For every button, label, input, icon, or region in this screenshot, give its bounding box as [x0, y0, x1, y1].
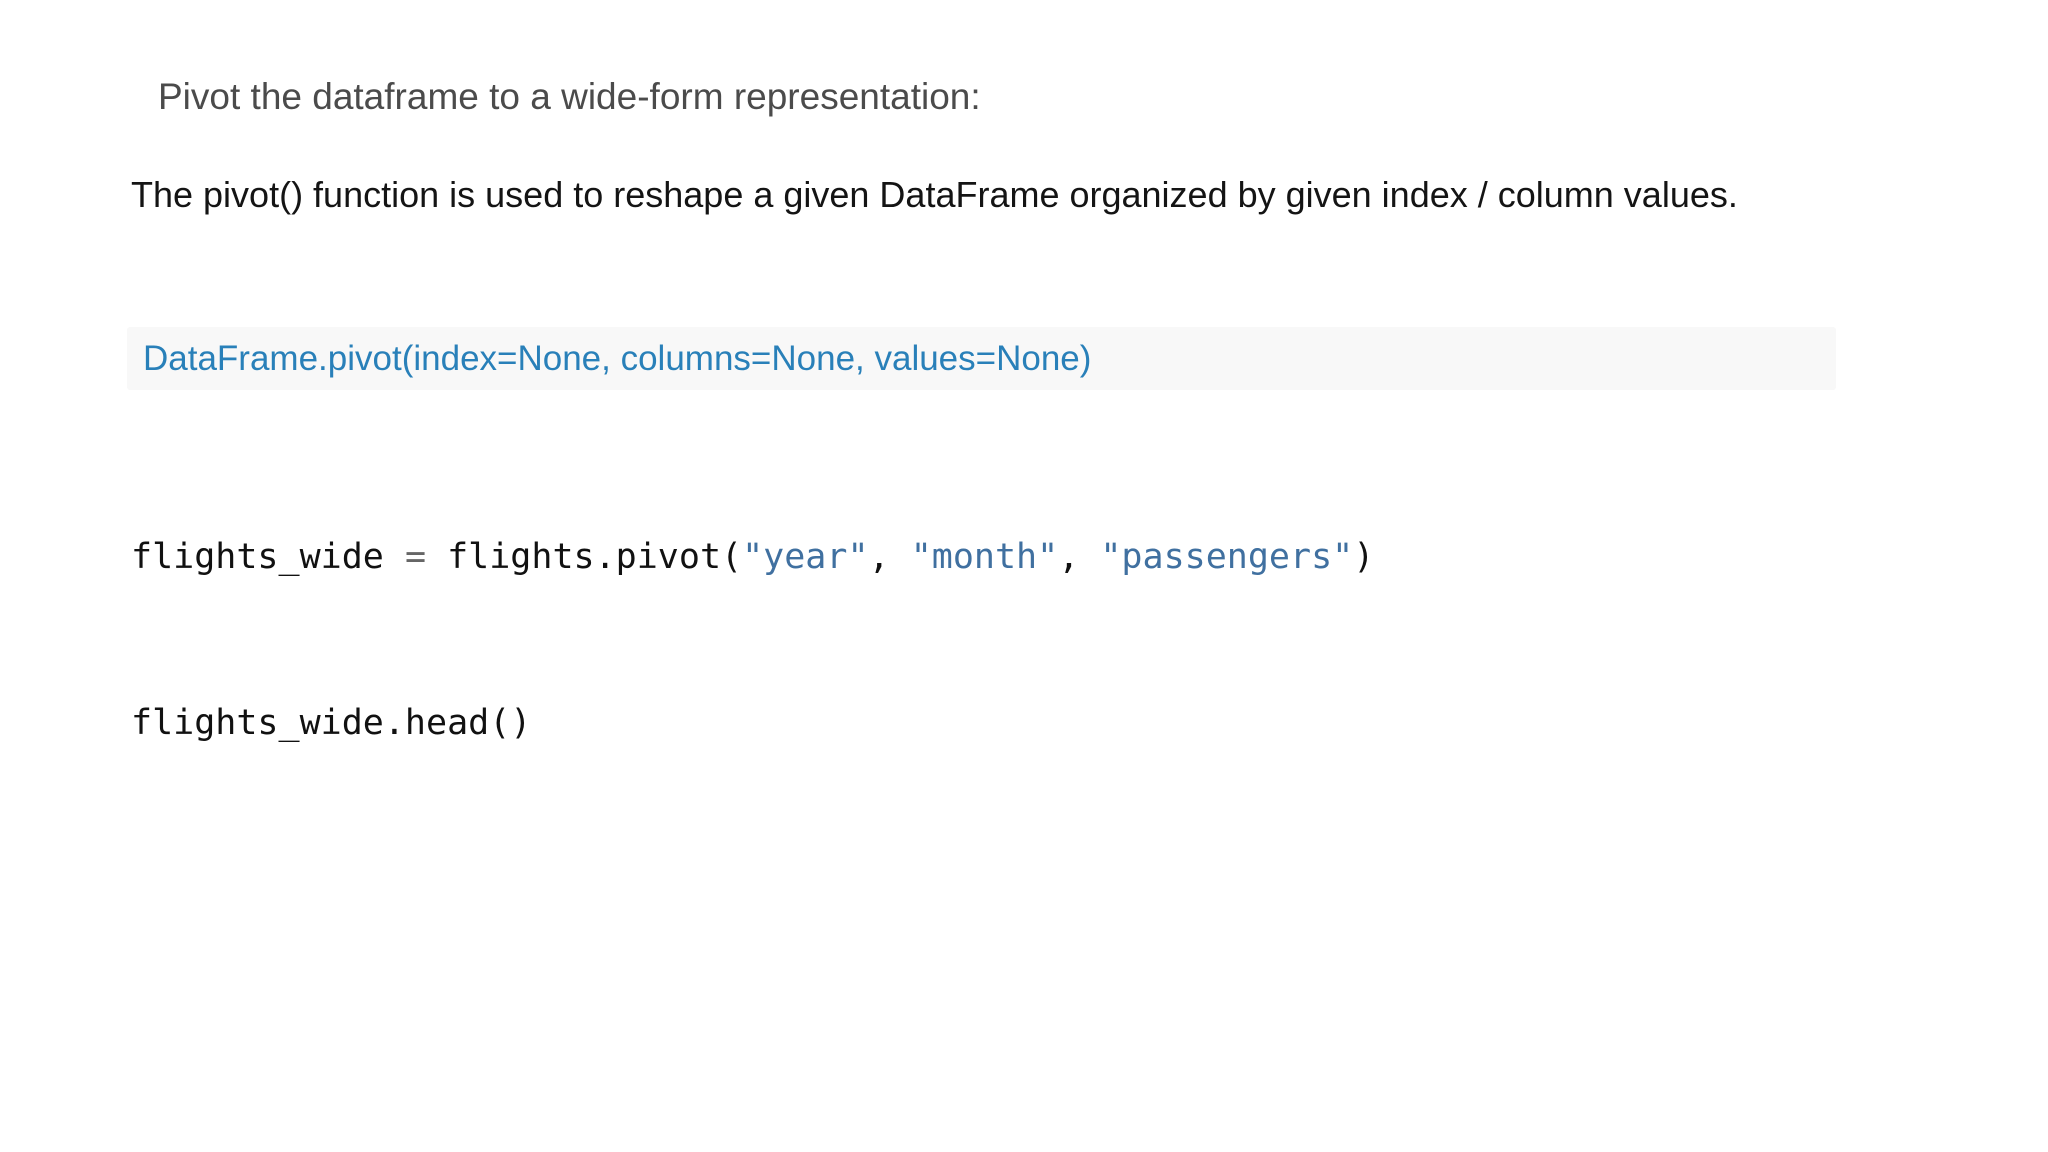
code-line-1: flights_wide = flights.pivot("year", "mo… — [131, 533, 1374, 581]
code-token-default: ) — [1353, 537, 1375, 577]
code-token-default: flights.pivot( — [426, 537, 743, 577]
code-token-string: "passengers" — [1100, 537, 1354, 577]
code-token-operator: = — [404, 537, 427, 577]
code-token-default: flights_wide — [131, 537, 405, 577]
code-token-default: , — [1058, 537, 1101, 577]
code-token-string: "year" — [742, 537, 869, 577]
code-line-2: flights_wide.head() — [131, 703, 532, 743]
function-signature-link[interactable]: DataFrame.pivot(index=None, columns=None… — [143, 338, 1092, 378]
code-token-string: "month" — [910, 537, 1059, 577]
function-signature-block: DataFrame.pivot(index=None, columns=None… — [127, 327, 1836, 390]
section-heading: Pivot the dataframe to a wide-form repre… — [158, 76, 981, 117]
description-paragraph: The pivot() function is used to reshape … — [131, 174, 1738, 215]
code-cell: flights_wide = flights.pivot("year", "mo… — [131, 437, 1374, 843]
code-token-default: , — [868, 537, 911, 577]
